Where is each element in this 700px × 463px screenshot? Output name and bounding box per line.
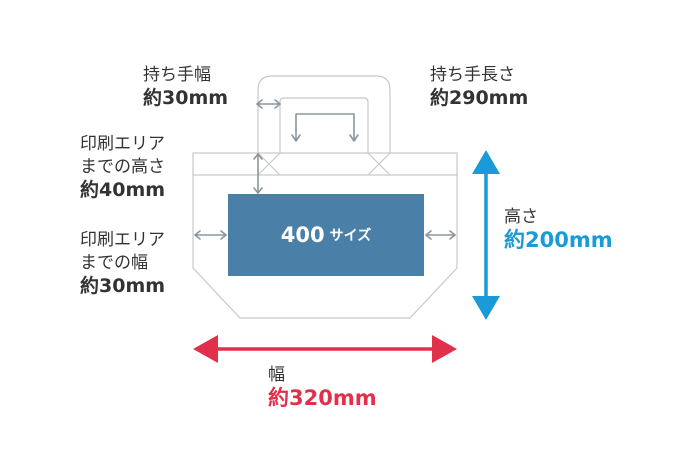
handle-length-value: 約290mm	[430, 87, 529, 109]
handle-length-label: 持ち手長さ 約290mm	[430, 64, 528, 110]
print-side-label: 印刷エリア までの幅 約30mm	[80, 229, 165, 298]
print-side-line1: 印刷エリア	[80, 230, 165, 250]
width-arrow	[193, 335, 457, 363]
handle-width-title: 持ち手幅	[143, 65, 211, 85]
stitch-cross-right	[367, 152, 391, 176]
height-value: 約200mm	[504, 228, 613, 252]
print-top-arrow	[253, 153, 263, 194]
height-title: 高さ	[504, 207, 538, 227]
handle-outer	[257, 75, 391, 153]
print-area	[228, 194, 424, 276]
handle-length-title: 持ち手長さ	[430, 65, 515, 85]
print-top-line1: 印刷エリア	[80, 134, 165, 154]
print-area-label: 400 サイズ	[228, 194, 424, 276]
width-value: 約320mm	[268, 386, 377, 410]
bag-outline	[192, 75, 458, 319]
handle-width-label: 持ち手幅 約30mm	[143, 64, 228, 110]
print-left-arrow	[194, 230, 227, 240]
top-band	[192, 152, 458, 176]
height-label: 高さ 約200mm	[504, 206, 613, 252]
print-top-value: 約40mm	[80, 179, 166, 201]
print-side-line2: までの幅	[80, 253, 148, 273]
gray-arrows	[194, 99, 456, 240]
print-area-suffix: サイズ	[329, 228, 372, 244]
print-top-line2: までの高さ	[80, 157, 165, 177]
handle-width-value: 約30mm	[143, 87, 229, 109]
bag-body	[192, 175, 458, 319]
print-side-value: 約30mm	[80, 275, 166, 297]
print-right-arrow	[425, 230, 456, 240]
handle-width-arrow	[256, 99, 281, 109]
print-top-label: 印刷エリア までの高さ 約40mm	[80, 133, 165, 202]
handle-length-arrow	[291, 113, 359, 142]
stitch-cross-left	[257, 152, 281, 176]
width-title: 幅	[268, 365, 285, 385]
print-area-size: 400	[280, 223, 325, 247]
handle-inner	[279, 97, 369, 153]
width-label: 幅 約320mm	[268, 364, 377, 410]
height-arrow	[472, 150, 500, 320]
